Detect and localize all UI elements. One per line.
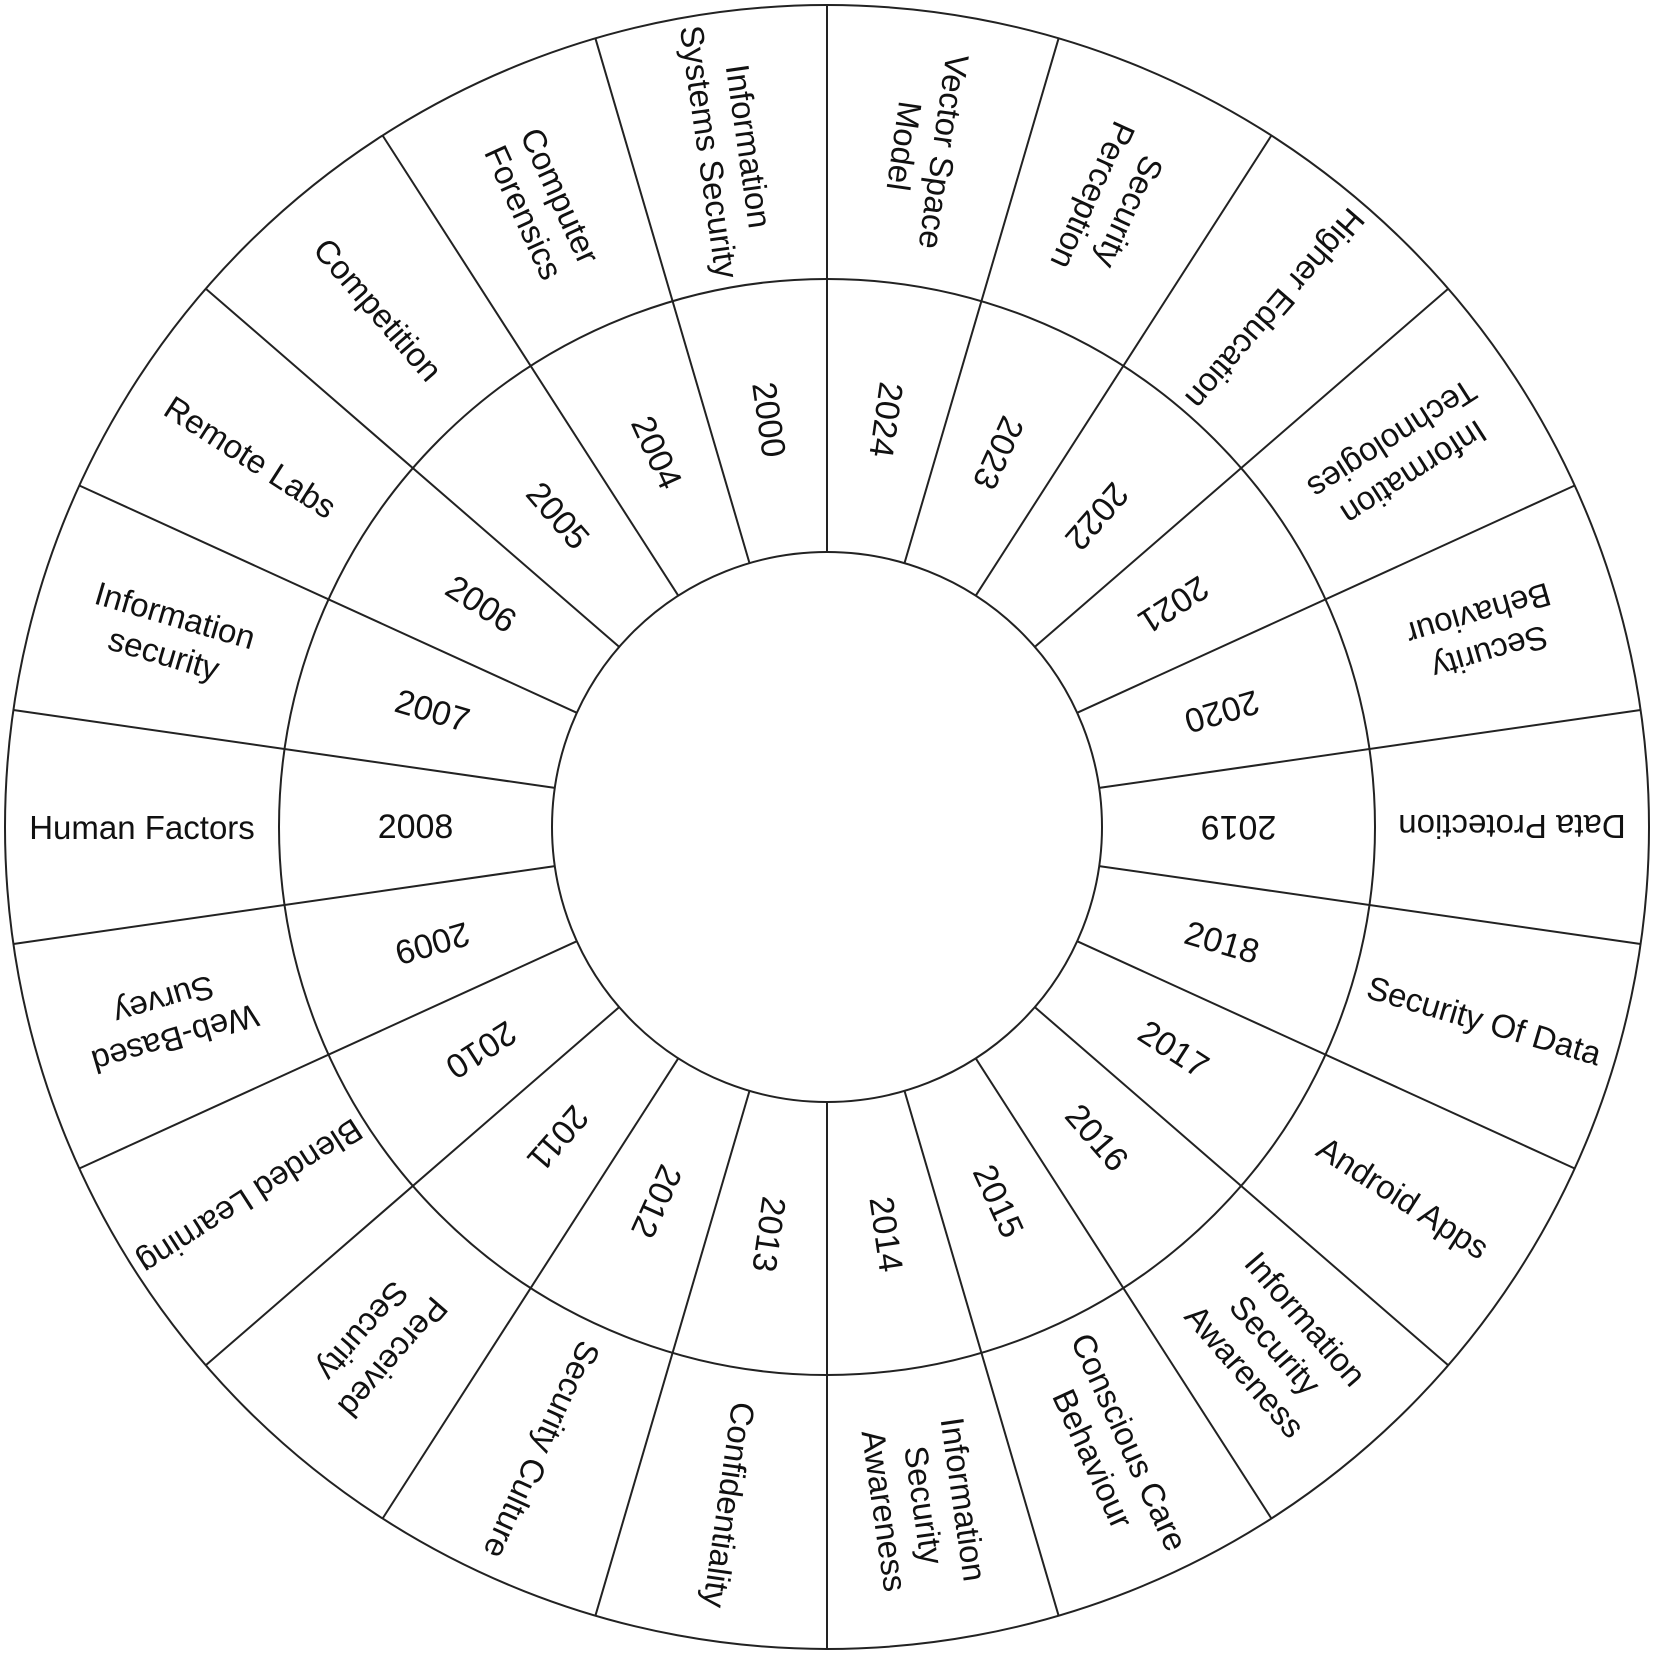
outer-ring: [4, 4, 1650, 1650]
topic-label-web-based-survey: Web-BasedSurvey: [76, 959, 263, 1081]
year-label-2008: 2008: [378, 808, 454, 846]
year-label-2005-line: 2005: [518, 475, 596, 557]
sector-dividers: [13, 5, 1641, 1649]
year-label-2021-line: 2021: [1131, 568, 1215, 641]
topic-label-android-apps-line: Android Apps: [1311, 1129, 1496, 1266]
year-label-2015: 2015: [965, 1159, 1031, 1244]
topic-label-security-of-data: Security Of Data: [1363, 968, 1606, 1072]
topic-label-information-systems-security: InformationSystems Security: [673, 17, 786, 281]
year-label-2024-line: 2024: [861, 380, 909, 460]
year-label-2006-line: 2006: [439, 568, 523, 641]
topic-label-competition-line: Competition: [307, 231, 450, 388]
year-label-2005: 2005: [518, 475, 596, 557]
topic-label-data-protection: Data Protection: [1398, 809, 1625, 846]
topic-label-security-behaviour: SecurityBehaviour: [1402, 576, 1566, 692]
year-label-2010-line: 2010: [439, 1013, 523, 1086]
topic-label-blended-learning: Blended Learning: [132, 1112, 370, 1283]
year-label-2008-line: 2008: [378, 808, 454, 846]
year-label-2007-line: 2007: [391, 682, 474, 740]
year-label-2004-line: 2004: [623, 410, 689, 495]
topic-label-android-apps: Android Apps: [1311, 1129, 1496, 1266]
topic-label-security-culture: Security Culture: [477, 1336, 608, 1565]
topic-label-security-of-data-line: Security Of Data: [1363, 968, 1606, 1072]
year-label-2023: 2023: [965, 410, 1031, 495]
topic-label-computer-forensics: ComputerForensics: [477, 122, 607, 286]
year-label-2023-line: 2023: [965, 410, 1031, 495]
topic-label-perceived-security: PerceivedSecurity: [301, 1264, 455, 1425]
topic-label-remote-labs-line: Remote Labs: [158, 388, 343, 525]
year-label-2019-line: 2019: [1201, 808, 1277, 846]
topic-label-data-protection-line: Data Protection: [1398, 809, 1625, 846]
year-label-2018-line: 2018: [1180, 914, 1263, 972]
year-label-2013: 2013: [744, 1194, 792, 1274]
year-label-2022-line: 2022: [1057, 475, 1135, 557]
year-label-2012: 2012: [623, 1159, 689, 1244]
year-label-2017-line: 2017: [1131, 1013, 1215, 1086]
topic-label-conscious-care-behaviour: Conscious CareBehaviour: [1028, 1327, 1196, 1573]
year-label-2021: 2021: [1131, 568, 1215, 641]
year-label-2006: 2006: [439, 568, 523, 641]
topic-label-human-factors: Human Factors: [29, 809, 255, 846]
year-label-2014: 2014: [861, 1194, 909, 1274]
year-label-2019: 2019: [1201, 808, 1277, 846]
year-label-2018: 2018: [1180, 914, 1263, 972]
year-label-2022: 2022: [1057, 475, 1135, 557]
year-label-2016-line: 2016: [1057, 1097, 1135, 1179]
topic-label-security-culture-line: Security Culture: [477, 1336, 608, 1565]
year-label-2015-line: 2015: [965, 1159, 1031, 1244]
year-label-2000-line: 2000: [744, 380, 792, 460]
topic-label-information-technologies: InformationTechnologies: [1301, 372, 1505, 541]
year-label-2007: 2007: [391, 682, 474, 740]
topic-label-human-factors-line: Human Factors: [29, 809, 255, 846]
year-label-2009-line: 2009: [391, 914, 474, 972]
year-label-2020-line: 2020: [1180, 682, 1263, 740]
topic-label-competition: Competition: [307, 231, 450, 388]
year-label-2014-line: 2014: [861, 1194, 909, 1274]
topic-label-information-security-awareness: InformationSecurityAwareness: [855, 1415, 994, 1595]
middle-ring: [278, 278, 1376, 1376]
year-label-2016: 2016: [1057, 1097, 1135, 1179]
inner-ring: [551, 551, 1103, 1103]
year-label-2024: 2024: [861, 380, 909, 460]
topic-label-security-perception: SecurityPerception: [1044, 116, 1180, 291]
year-label-2013-line: 2013: [744, 1194, 792, 1274]
year-label-2010: 2010: [439, 1013, 523, 1086]
year-label-2004: 2004: [623, 410, 689, 495]
year-label-2011-line: 2011: [519, 1098, 596, 1178]
topic-label-remote-labs: Remote Labs: [158, 388, 343, 525]
year-label-2009: 2009: [391, 914, 474, 972]
topic-label-confidentiality-line: Confidentiality: [696, 1400, 762, 1611]
topic-label-information-security: Informationsecurity: [80, 574, 260, 694]
year-label-2020: 2020: [1180, 682, 1263, 740]
topic-label-confidentiality: Confidentiality: [696, 1400, 762, 1611]
year-label-2011: 2011: [519, 1098, 596, 1178]
year-label-2012-line: 2012: [623, 1159, 689, 1244]
year-label-2000: 2000: [744, 380, 792, 460]
topic-label-vector-space-model: Vector SpaceModel: [872, 46, 976, 251]
topic-label-blended-learning-line: Blended Learning: [132, 1112, 370, 1283]
year-label-2017: 2017: [1131, 1013, 1215, 1086]
